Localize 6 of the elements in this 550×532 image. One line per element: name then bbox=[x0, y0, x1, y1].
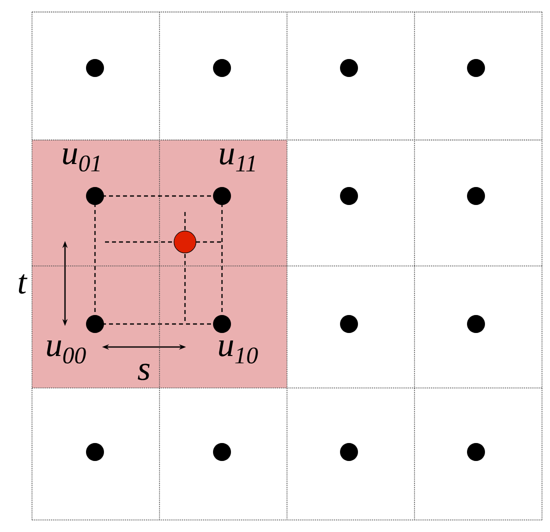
math-label: u$_{00}$ bbox=[47, 340, 86, 364]
math-label: u$_{01}$ bbox=[63, 148, 100, 172]
math-label: t bbox=[18, 274, 28, 294]
math-label: u$_{10}$ bbox=[219, 340, 258, 364]
math-label: s bbox=[138, 364, 150, 380]
math-label: u$_{11}$ bbox=[220, 148, 255, 172]
